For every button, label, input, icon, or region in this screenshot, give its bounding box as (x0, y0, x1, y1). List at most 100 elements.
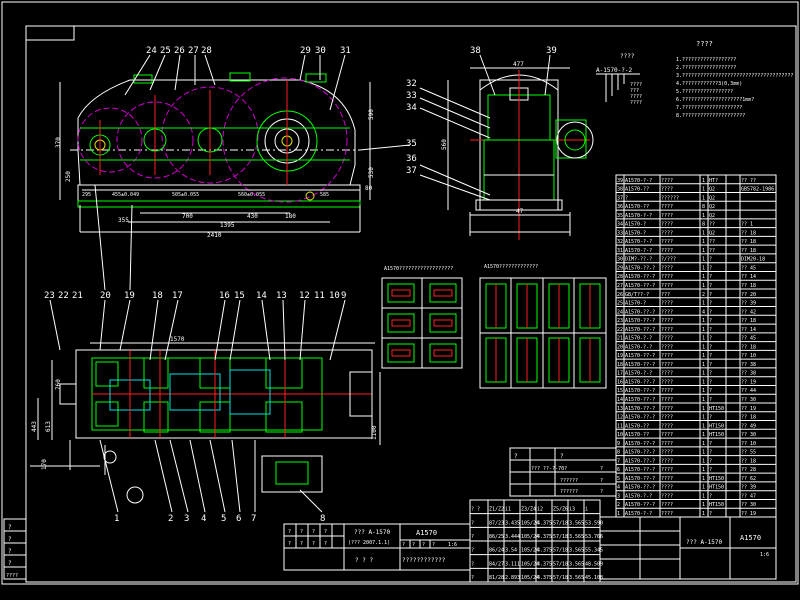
part-19: 19 (124, 291, 135, 301)
parts-cell: ???? (661, 353, 673, 359)
parts-cell: ?? ?? (741, 178, 756, 184)
parts-cell: ???? (661, 344, 673, 350)
parts-cell: 13 (617, 406, 623, 412)
parts-cell: 25 (617, 301, 623, 307)
dim-top-31: 31 (340, 46, 351, 56)
variant-title-2: A1570????????????? (484, 264, 538, 270)
parts-cell: ?? 49 (741, 423, 756, 429)
parts-cell: A1570-??-? (625, 379, 655, 385)
dim-38: 38 (470, 46, 481, 56)
title-block-right: ??? A-1570 A1570 1:6 (599, 516, 777, 580)
parts-cell: ???? (661, 415, 673, 421)
part-18: 18 (152, 291, 163, 301)
parts-cell: ???? (661, 371, 673, 377)
parts-cell: ???? (661, 187, 673, 193)
mid-row-3-b: ? (600, 489, 603, 495)
parts-cell: A1570-?-? (625, 248, 652, 254)
parts-cell: A1570-?-? (625, 239, 652, 245)
gear-cell: 3.111 (505, 561, 520, 567)
parts-cell: 33 (617, 230, 623, 236)
parts-cell: ???? (661, 204, 673, 210)
parts-cell: ???? (661, 450, 673, 456)
parts-cell: ?? 19 (741, 406, 756, 412)
dim-477: 477 (513, 61, 524, 68)
parts-cell: A1570-??-? (625, 458, 655, 464)
gear-cell: 105/24 (521, 548, 539, 554)
parts-cell: ? (709, 415, 712, 421)
parts-cell: 37 (617, 195, 623, 201)
parts-cell: ? (709, 301, 712, 307)
dim-585: 585 (320, 192, 329, 198)
gear-cell: 3.565 (569, 548, 584, 554)
tb-tiny-11: ? (432, 542, 435, 548)
dim-760: 760 (55, 379, 62, 390)
parts-cell: 16 (617, 379, 623, 385)
parts-cell: 1 (702, 336, 705, 342)
parts-cell: ? (709, 441, 712, 447)
gear-cell: 53.766 (585, 534, 603, 540)
gear-cell: 3.54 (505, 548, 517, 554)
parts-cell: ? (709, 493, 712, 499)
part-17: 17 (172, 291, 183, 301)
parts-cell: 1 (702, 371, 705, 377)
dim-top-28: 28 (201, 46, 212, 56)
parts-cell: ? (709, 511, 712, 517)
spec-label-3: ???? (630, 100, 642, 106)
parts-cell: ?? 45 (741, 265, 756, 271)
parts-cell: ?? 42 (741, 309, 756, 315)
gear-cell: 57/18 (553, 548, 568, 554)
dim-1100: 1100 (371, 425, 378, 440)
dim-613: 613 (45, 421, 52, 432)
parts-cell: ???? (661, 423, 673, 429)
parts-cell: 12 (617, 415, 623, 421)
parts-cell: 1 (702, 274, 705, 280)
parts-cell: ?? 62 (741, 476, 756, 482)
parts-cell: ???? (661, 458, 673, 464)
parts-cell: ???? (661, 213, 673, 219)
parts-cell: A1570-??-? (625, 283, 655, 289)
parts-cell: A1570-?-? (625, 336, 652, 342)
parts-cell: 6 (617, 467, 620, 473)
parts-cell: ? (709, 379, 712, 385)
parts-cell: 29 (617, 265, 623, 271)
parts-cell: Q2 (709, 187, 715, 193)
spec-label-0: ???? (630, 82, 642, 88)
tech-note-6: 6.????????????????????1mm? (676, 97, 754, 103)
parts-cell: 1 (702, 450, 705, 456)
gear-cell: 3.565 (569, 561, 584, 567)
parts-cell: ? (709, 467, 712, 473)
parts-cell: 1 (702, 283, 705, 289)
gear-cell: ? (471, 561, 474, 567)
parts-cell: A1570-??-? (625, 327, 655, 333)
part-6: 6 (236, 514, 241, 524)
parts-cell: ?? 18 (741, 248, 756, 254)
part-9: 9 (341, 291, 346, 301)
dim-80: 80 (365, 185, 373, 192)
parts-cell: ?? 55 (741, 450, 756, 456)
part-3: 3 (184, 514, 189, 524)
gear-cell: 3.565 (569, 575, 584, 581)
parts-cell: 17 (617, 371, 623, 377)
dim-32: 32 (406, 79, 417, 89)
tb-company: ???????????? (402, 557, 446, 564)
parts-cell: 1 (617, 511, 620, 517)
parts-cell: ?? 20 (741, 292, 756, 298)
parts-cell: 27 (617, 283, 623, 289)
dim-455: 455±0.049 (112, 192, 139, 198)
gear-cell: 57/18 (553, 520, 568, 526)
parts-cell: A1570-? (625, 230, 646, 236)
gear-cell: ? (471, 534, 474, 540)
gear-header-cell: Z1/Z2 (489, 507, 504, 513)
gear-cell: ? (471, 548, 474, 554)
parts-cell: ?? 18 (741, 344, 756, 350)
side-strip-4: ???? (6, 573, 18, 579)
side-strip-1: ? (8, 536, 12, 543)
dim-top-29: 29 (300, 46, 311, 56)
parts-cell: ? (709, 318, 712, 324)
parts-cell: ? (709, 371, 712, 377)
parts-cell: A1570-?? (625, 423, 649, 429)
gear-cell: ? (471, 520, 474, 526)
parts-cell: ?/??? (661, 257, 676, 263)
parts-cell: 10 (617, 432, 623, 438)
